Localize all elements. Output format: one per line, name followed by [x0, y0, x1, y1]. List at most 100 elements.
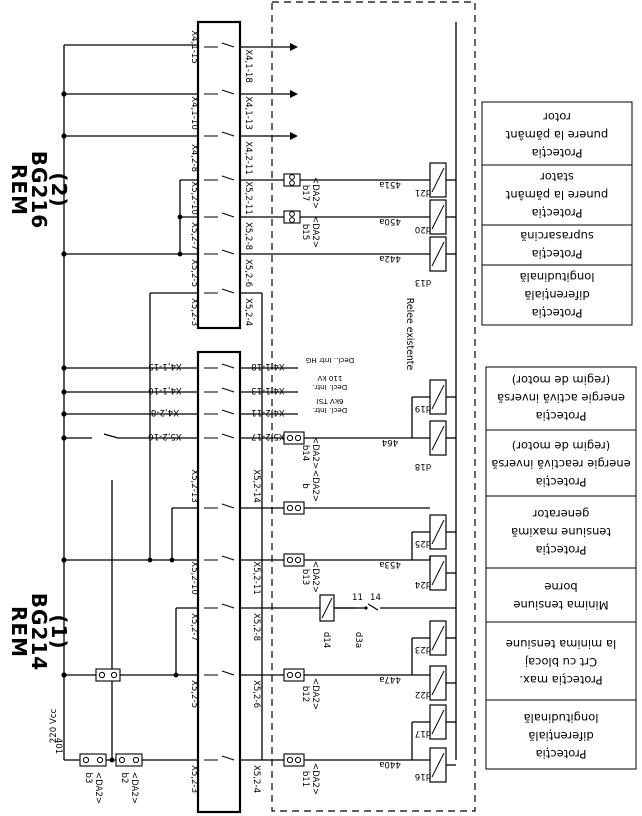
existing-relays-label: Relee existente: [404, 298, 415, 371]
relay-d21: d21: [415, 162, 456, 198]
relay-d20: d20: [415, 199, 456, 235]
protection-line: punere la pământ: [505, 128, 608, 142]
relay-d23: d23: [411, 620, 456, 675]
contact-number: 11: [352, 593, 363, 603]
fuse-label: b12: [300, 686, 310, 702]
protection-line: Crt cu blocaj: [525, 655, 597, 669]
output-label: Decl. Intr.: [313, 383, 348, 392]
upper-bus-junctions: [61, 91, 183, 257]
terminal-label: X5,2-10: [189, 561, 199, 595]
protection-line: rotor: [543, 110, 571, 124]
terminal-label: X5,2-7: [189, 222, 199, 250]
protection-line: stator: [540, 170, 574, 184]
supply-labels: 401 220 Vcc: [49, 708, 63, 754]
relay-label: d21: [415, 187, 431, 197]
protection-line: energie reactivă inversă: [491, 457, 630, 471]
wire-number: 450a: [379, 216, 401, 226]
terminal-label: X5,2-5: [189, 680, 199, 708]
rem-bg216-block: [196, 20, 242, 330]
protection-line: suprasarcină: [520, 229, 594, 243]
terminal-label: X4,1-10: [148, 385, 182, 395]
protection-line: longitudinală: [520, 270, 595, 284]
lower-wire-numbers: 464 453a 447a 440a: [379, 437, 401, 769]
middle-rows-left: [64, 367, 198, 439]
bus-fuse: [95, 668, 121, 682]
contact-d3a: 11 14 d3a: [352, 593, 456, 648]
protection-line: Protecția: [536, 747, 587, 761]
upper-output-arrows: [290, 43, 298, 140]
relay-label: d22: [415, 689, 431, 699]
terminal-label: X5,2-10: [189, 181, 199, 215]
terminal-label: X5,2-17: [251, 431, 285, 441]
upper-rows-right: [240, 22, 457, 760]
rem-line: REM: [7, 164, 31, 216]
relay-label: d19: [415, 403, 431, 413]
protection-line: Protecția: [536, 543, 587, 557]
upper-wire-numbers: 451a 450a 442a: [379, 179, 401, 263]
relay-d16: d16: [415, 747, 456, 783]
fuse-label: b3: [83, 773, 93, 784]
output-label: 110 kV: [317, 374, 342, 383]
terminal-label: X5,2-7: [189, 613, 199, 641]
fuse-tag: <DA2>: [310, 763, 320, 795]
relay-d22: d22: [415, 665, 456, 701]
protection-line: longitudinală: [524, 711, 599, 725]
middle-rows-right: [240, 367, 430, 761]
relay-label: d18: [415, 461, 431, 471]
output-annotations: Decl.. Intr HG 110 kV Decl. Intr. 6kV TS…: [306, 356, 354, 415]
wire-number: 464: [382, 437, 398, 447]
relay-d18: d18: [415, 420, 456, 471]
upper-outputs: [240, 46, 292, 137]
protection-line: diferențială: [524, 288, 589, 302]
fuse-b14: b14 <DA2>: [283, 431, 320, 469]
terminal-label: X4,1-10: [189, 96, 199, 130]
contact-number: 14: [370, 593, 381, 603]
rem-line: BG214: [27, 593, 51, 671]
fuse-b2: b2 <DA2>: [115, 753, 143, 804]
relay-label: d23: [415, 644, 431, 654]
protection-line: Protecția: [532, 146, 583, 160]
terminal-label: X5,2-6: [243, 259, 253, 287]
wire-number: 453a: [379, 559, 401, 569]
relay-d17: d17: [411, 704, 456, 760]
terminal-label: X4,2-11: [243, 141, 253, 175]
upper-terminal-labels: X4,1-15 X4,1-10 X4,2-8 X5,2-10 X5,2-7 X5…: [189, 30, 253, 326]
wire-number: 451a: [379, 179, 401, 189]
protection-line: (regim de motor): [512, 373, 610, 387]
output-label: Decl.. Intr HG: [306, 356, 354, 365]
fuse-b15: b15 <DA2>: [283, 210, 320, 248]
terminal-label: X5,2-11: [251, 561, 261, 595]
wire-number: 447a: [379, 674, 401, 684]
terminal-label: X5,2-6: [251, 680, 261, 708]
fuse-tag: <DA2>: [310, 470, 320, 502]
lower-terminal-labels: X5,2-13 X5,2-10 X5,2-7 X5,2-5 X5,2-3 X5,…: [189, 469, 261, 793]
protection-line: generator: [532, 507, 589, 521]
relay-label: d25: [415, 538, 431, 548]
contact-label: d3a: [353, 632, 363, 648]
supply-bus: [63, 44, 198, 760]
protection-line: la minima tensiune: [506, 637, 616, 651]
fuse-b12: b12 <DA2>: [283, 668, 320, 710]
protection-line: punere la pământ: [505, 188, 608, 202]
terminal-label: X5,2-3: [189, 765, 199, 793]
relay-d14: d14: [319, 594, 356, 648]
terminal-label: X4,2-11: [251, 407, 285, 417]
protection-line: Minima tensiune: [513, 598, 608, 612]
protection-line: Protecția: [536, 409, 587, 423]
fuse-tag: <DA2>: [310, 437, 320, 469]
protection-line: energie activă inversă: [497, 391, 625, 405]
middle-terminal-labels: X4,1-15 X4,1-10 X4,2-8 X5,2-16 X4,1-18 X…: [148, 361, 285, 441]
protection-line: tensiune maximă: [511, 525, 611, 539]
existing-relays-boundary: [271, 1, 476, 812]
protection-line: diferențială: [528, 729, 593, 743]
relay-label: d16: [415, 771, 431, 781]
rem-line: (2): [47, 172, 71, 207]
fuse-label: b13: [300, 569, 310, 585]
protection-line: Protecția: [532, 306, 583, 320]
lower-rows-left: [64, 507, 198, 761]
terminal-label: X5,2-4: [243, 298, 253, 326]
terminal-label: X5,2-8: [243, 222, 253, 250]
terminal-label: X5,2-8: [251, 613, 261, 641]
fuse-label: b17: [300, 185, 310, 201]
protection-line: borne: [544, 580, 577, 594]
